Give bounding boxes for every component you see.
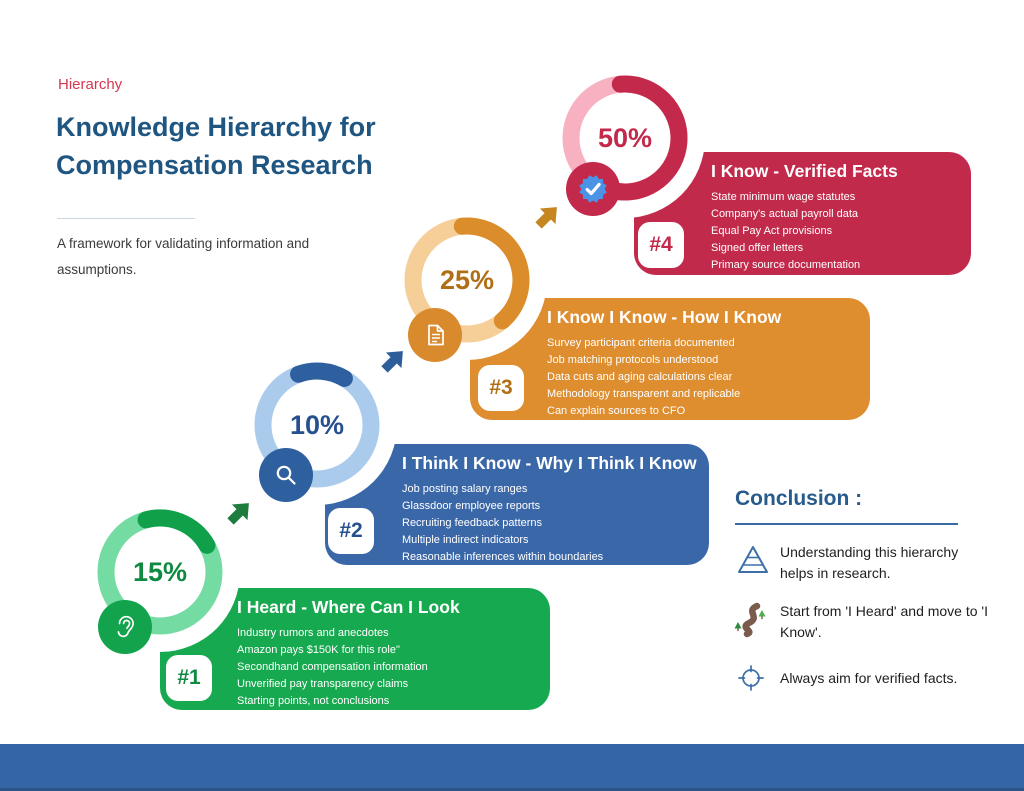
step-3-title: I Know I Know - How I Know: [547, 307, 782, 327]
step-1-items: Industry rumors and anecdotes Amazon pay…: [237, 625, 428, 710]
step-3-item: Data cuts and aging calculations clear: [547, 371, 733, 383]
conclusion-item: Start from 'I Heard' and move to 'I Know…: [780, 603, 988, 640]
page-title-line1: Knowledge Hierarchy for: [56, 112, 376, 142]
conclusion-item: Understanding this hierarchy helps in re…: [780, 544, 959, 581]
eyebrow-label: Hierarchy: [58, 76, 123, 93]
ear-icon: [98, 600, 152, 654]
verified-badge-icon: [566, 162, 620, 216]
step-3-item: Survey participant criteria documented: [547, 337, 735, 349]
step-4-items: State minimum wage statutes Company's ac…: [711, 189, 860, 274]
step-1-item: Secondhand compensation information: [237, 661, 428, 673]
step-2-percent-label: 10%: [289, 409, 345, 440]
step-4-item: Company's actual payroll data: [711, 208, 859, 220]
step-2-item: Job posting salary ranges: [402, 483, 528, 495]
step-1-title: I Heard - Where Can I Look: [237, 597, 460, 617]
step-1-item: Starting points, not conclusions: [237, 695, 390, 707]
step-2-items: Job posting salary ranges Glassdoor empl…: [402, 481, 603, 566]
step-3-item: Job matching protocols understood: [547, 354, 719, 366]
step-4-item: State minimum wage statutes: [711, 191, 856, 203]
conclusion-title: Conclusion :: [735, 487, 863, 510]
step-2-card: I Think I Know - Why I Think I Know Job …: [325, 444, 709, 565]
pyramid-icon: [738, 546, 768, 573]
step-3-item: Can explain sources to CFO: [547, 405, 686, 417]
page-title: Knowledge Hierarchy for Compensation Res…: [56, 108, 376, 184]
winding-road-icon: [734, 602, 766, 638]
step-1-item: Unverified pay transparency claims: [237, 678, 409, 690]
step-1-item: Industry rumors and anecdotes: [237, 627, 389, 639]
arrow-ne-icon: [381, 351, 403, 373]
step-2-item: Reasonable inferences within boundaries: [402, 551, 604, 563]
conclusion-item: Always aim for verified facts.: [780, 670, 958, 686]
step-3-number-badge: #3: [478, 365, 524, 411]
arrow-ne-icon: [535, 207, 557, 229]
step-4-title: I Know - Verified Facts: [711, 161, 898, 181]
step-4-item: Signed offer letters: [711, 242, 804, 254]
footer-bar: [0, 744, 1024, 791]
step-1-item: Amazon pays $150K for this role": [237, 644, 400, 656]
step-1-donut-chart: [97, 509, 223, 635]
header-divider: [57, 218, 195, 219]
document-icon: [408, 308, 462, 362]
step-2-donut-chart: [254, 362, 380, 488]
step-1-number-badge: #1: [166, 655, 212, 701]
target-icon: [738, 665, 764, 691]
step-1-percent-label: 15%: [132, 556, 188, 587]
step-3-percent-label: 25%: [439, 264, 495, 295]
step-3-item: Methodology transparent and replicable: [547, 388, 741, 400]
page-title-line2: Compensation Research: [56, 150, 373, 180]
step-2-item: Recruiting feedback patterns: [402, 517, 543, 529]
step-3-items: Survey participant criteria documented J…: [547, 335, 740, 420]
step-4-number-badge: #4: [638, 222, 684, 268]
step-2-title: I Think I Know - Why I Think I Know: [402, 453, 697, 473]
step-4-percent-label: 50%: [597, 122, 653, 153]
magnifying-glass-icon: [259, 448, 313, 502]
step-2-item: Multiple indirect indicators: [402, 534, 529, 546]
step-3-donut-chart: [404, 217, 530, 343]
arrow-ne-icon: [227, 503, 249, 525]
step-4-item: Primary source documentation: [711, 259, 861, 271]
step-1-card: I Heard - Where Can I Look Industry rumo…: [160, 588, 550, 710]
step-4-item: Equal Pay Act provisions: [711, 225, 833, 237]
step-2-item: Glassdoor employee reports: [402, 500, 541, 512]
step-2-number-badge: #2: [328, 508, 374, 554]
conclusion-underline: [735, 523, 958, 525]
step-4-donut-chart: [562, 75, 688, 201]
page-subtitle: A framework for validating information a…: [57, 236, 310, 277]
